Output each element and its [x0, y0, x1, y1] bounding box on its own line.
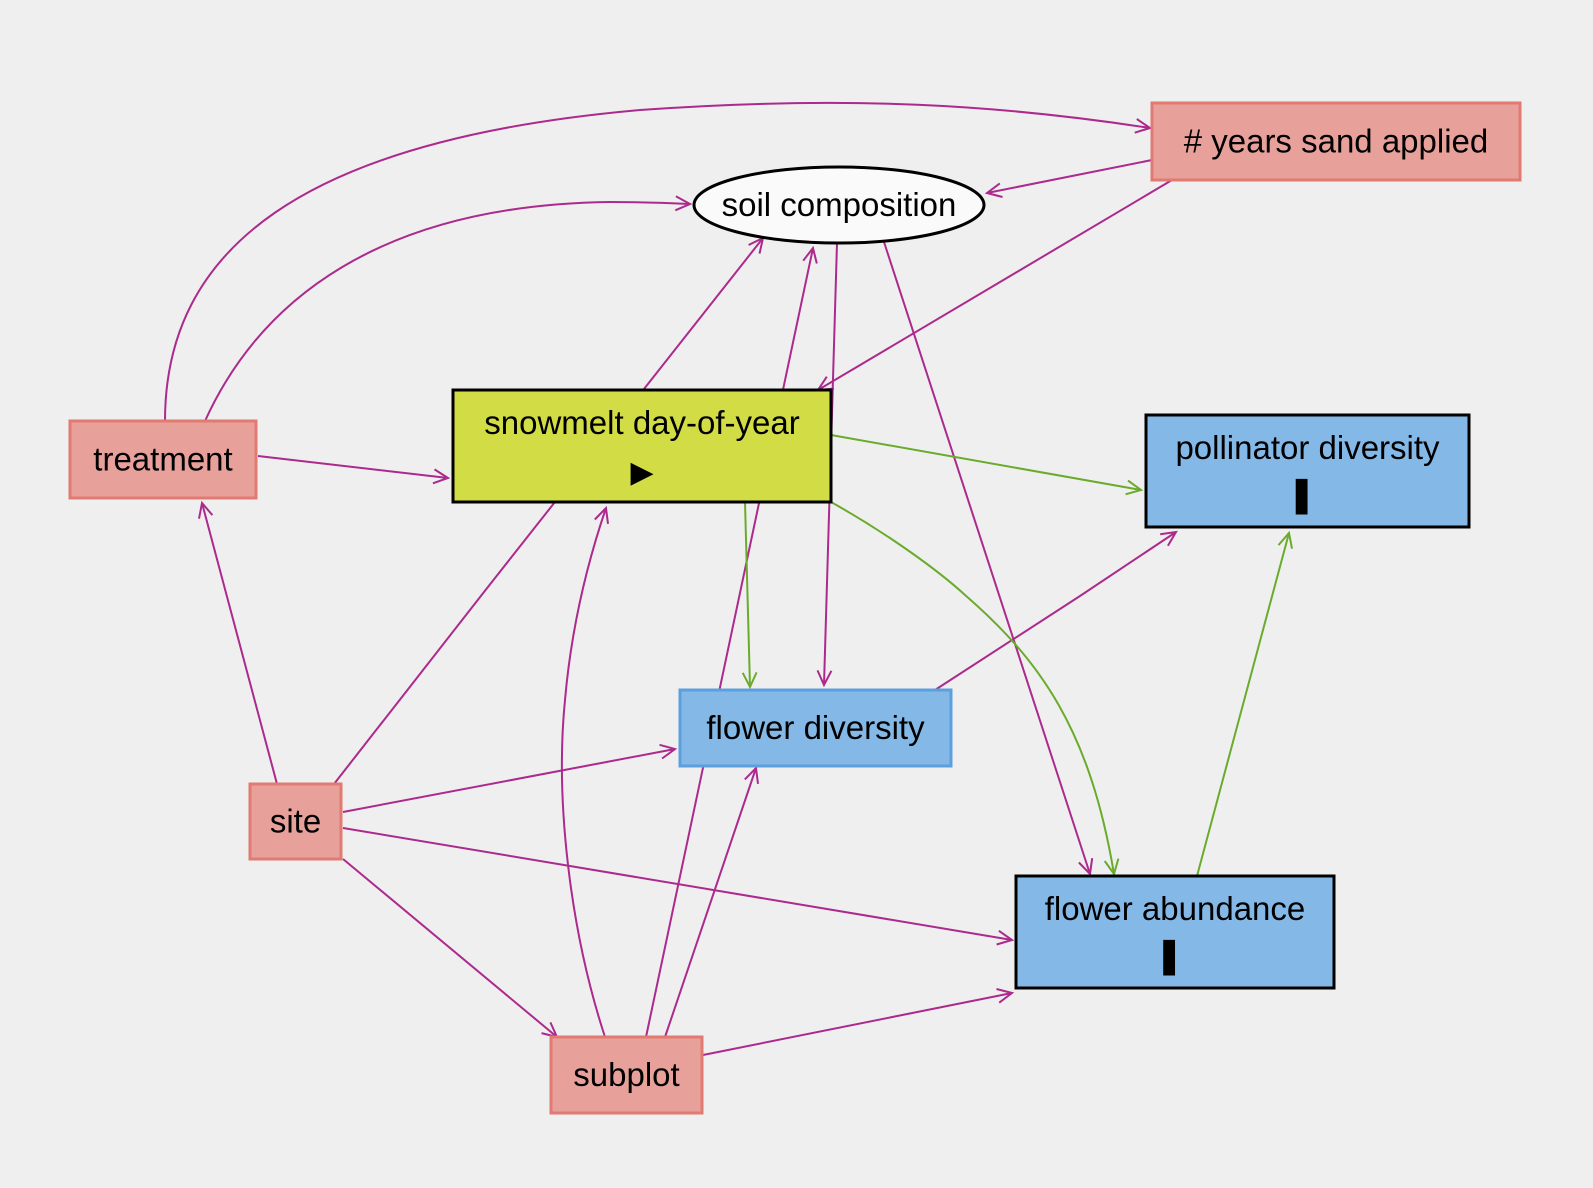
- edge-line: [204, 200, 691, 422]
- node-label: soil composition: [722, 186, 957, 223]
- edge-line: [664, 767, 757, 1038]
- arrowhead: [432, 468, 451, 485]
- node-label: treatment: [93, 441, 232, 478]
- node-label: subplot: [573, 1056, 679, 1093]
- arrowhead: [996, 988, 1015, 1004]
- arrowhead: [674, 195, 693, 212]
- edge-soil-to-flower_ab: [883, 241, 1094, 877]
- edge-snowmelt-to-flower_ab: [830, 501, 1120, 877]
- edge-line: [934, 531, 1177, 691]
- edge-site-to-flower_div: [342, 743, 678, 813]
- arrowhead: [1078, 857, 1094, 877]
- edge-line: [257, 455, 449, 479]
- node-label: site: [270, 803, 321, 840]
- arrowhead: [1125, 479, 1144, 496]
- nodes-layer: # years sand applied soil composition trea…: [68, 101, 1522, 1115]
- node-shape: [678, 688, 953, 768]
- edge-subplot-to-soil: [645, 245, 818, 1038]
- arrowhead: [816, 669, 833, 688]
- edge-line: [333, 237, 764, 785]
- node-label: flower diversity: [706, 709, 925, 746]
- edge-flower_div-to-pollinator: [934, 530, 1178, 691]
- edge-line: [817, 179, 1173, 391]
- arrowhead: [594, 505, 609, 525]
- arrowhead: [1134, 118, 1153, 134]
- edge-snowmelt-to-flower_div: [741, 501, 758, 690]
- node-shape: [68, 419, 258, 500]
- edge-subplot-to-snowmelt: [560, 505, 609, 1038]
- arrowhead: [659, 743, 678, 760]
- arrowhead: [198, 500, 214, 519]
- node-label: flower abundance: [1045, 890, 1306, 927]
- edge-line: [1196, 532, 1290, 877]
- edge-line: [645, 247, 814, 1038]
- arrowhead: [1103, 858, 1120, 877]
- edge-snowmelt-to-pollinator: [830, 434, 1144, 496]
- node-shape: [451, 388, 833, 504]
- node-shape: [1144, 413, 1471, 529]
- edge-site-to-treatment: [198, 500, 278, 785]
- edge-line: [744, 501, 751, 688]
- arrowhead: [802, 245, 818, 264]
- edge-flower_ab-to-pollinator: [1196, 530, 1293, 877]
- node-label: snowmelt day-of-year: [484, 404, 799, 441]
- arrowhead: [744, 765, 759, 785]
- arrowhead: [984, 182, 1003, 198]
- node-flower-div[interactable]: flower diversity: [678, 688, 953, 768]
- node-subplot[interactable]: subplot: [549, 1035, 704, 1115]
- edge-line: [986, 159, 1153, 194]
- edge-treatment-to-snowmelt: [257, 455, 451, 485]
- node-shape: [248, 782, 343, 861]
- arrowhead: [996, 929, 1015, 946]
- edge-line: [702, 992, 1013, 1056]
- node-treatment[interactable]: treatment: [68, 419, 258, 500]
- exposure-marker-icon: ▶: [630, 455, 653, 490]
- outcome-marker-icon: ▌: [1162, 939, 1186, 976]
- node-label: # years sand applied: [1184, 123, 1489, 160]
- node-shape: [1150, 101, 1522, 182]
- edge-subplot-to-flower_div: [664, 765, 759, 1038]
- node-snowmelt[interactable]: snowmelt day-of-year ▶: [451, 388, 833, 504]
- edge-line: [342, 748, 676, 813]
- edge-treatment-to-years_sand: [164, 101, 1153, 422]
- edge-line: [830, 434, 1142, 491]
- arrowhead: [1277, 530, 1293, 549]
- edge-subplot-to-flower_ab: [702, 988, 1015, 1056]
- edge-line: [560, 507, 607, 1038]
- edge-line: [201, 502, 278, 785]
- node-label: pollinator diversity: [1175, 429, 1440, 466]
- edge-treatment-to-soil: [204, 195, 693, 422]
- node-pollinator[interactable]: pollinator diversity ▌: [1144, 413, 1471, 529]
- node-site[interactable]: site: [248, 782, 343, 861]
- edge-line: [830, 501, 1115, 875]
- node-soil[interactable]: soil composition: [692, 165, 986, 245]
- edge-line: [883, 241, 1091, 875]
- node-years-sand[interactable]: # years sand applied: [1150, 101, 1522, 182]
- outcome-marker-icon: ▌: [1295, 478, 1319, 515]
- arrowhead: [741, 671, 758, 690]
- edge-line: [342, 858, 558, 1038]
- arrowhead: [1160, 530, 1178, 547]
- node-shape: [692, 165, 986, 245]
- node-flower-ab[interactable]: flower abundance ▌: [1014, 874, 1336, 990]
- edge-years_sand-to-soil: [984, 159, 1153, 198]
- edge-line: [164, 101, 1151, 422]
- node-shape: [1014, 874, 1336, 990]
- node-shape: [549, 1035, 704, 1115]
